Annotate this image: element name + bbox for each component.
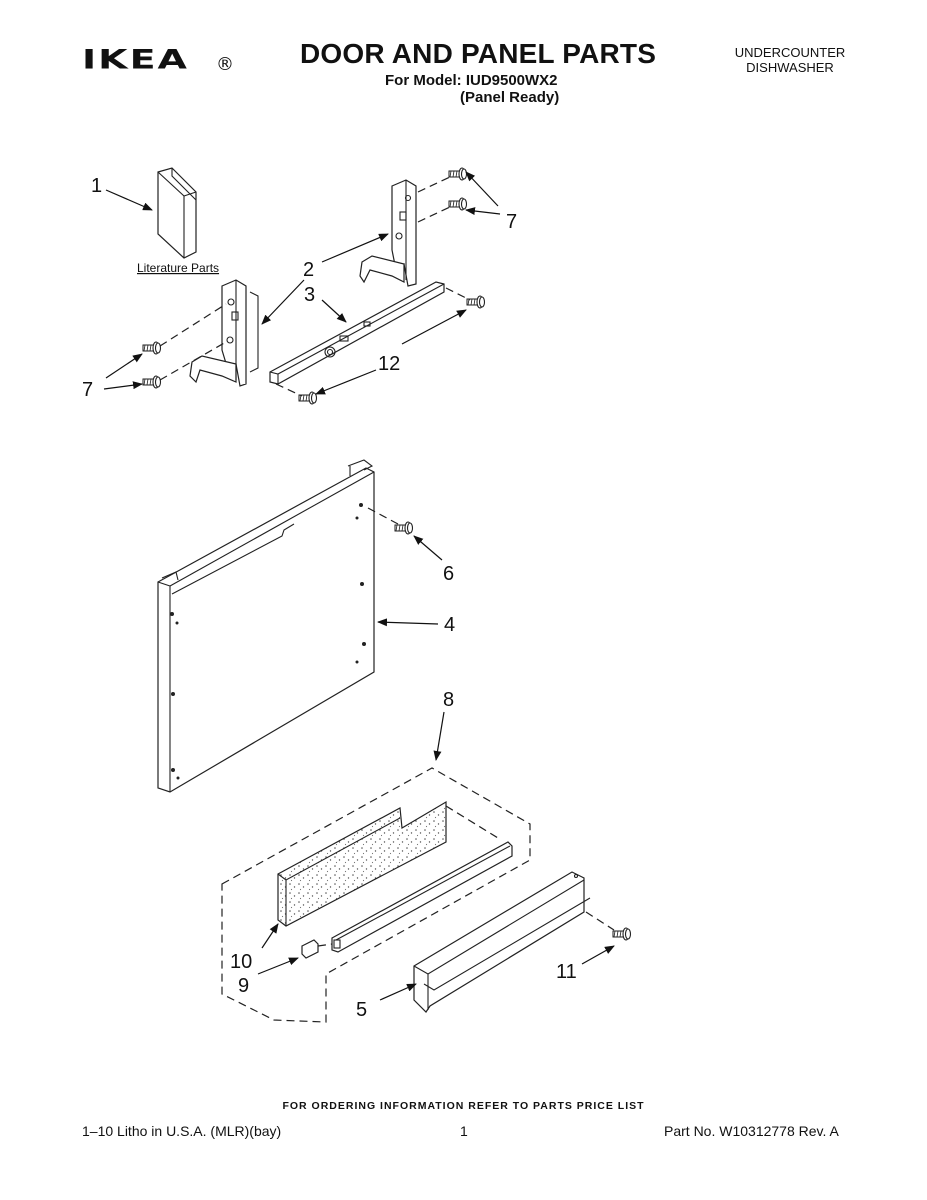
leader-7-lower-b bbox=[103, 381, 143, 390]
page-number: 1 bbox=[460, 1123, 468, 1139]
registered-mark: ® bbox=[216, 54, 234, 75]
align-line bbox=[585, 911, 615, 931]
leader-7-upper-b bbox=[465, 207, 501, 216]
bracket-left bbox=[189, 279, 259, 387]
screw-12-right bbox=[466, 295, 486, 309]
screw-12-left bbox=[298, 391, 318, 405]
callout-1: 1 bbox=[91, 175, 102, 197]
toe-kick-panel bbox=[413, 871, 591, 1013]
callout-8: 8 bbox=[443, 689, 454, 711]
clip bbox=[301, 939, 319, 959]
bracket-right bbox=[359, 179, 417, 287]
mounting-rail bbox=[269, 281, 445, 385]
align-line bbox=[275, 383, 303, 397]
callout-6: 6 bbox=[443, 563, 454, 585]
literature-parts-label: Literature Parts bbox=[137, 261, 219, 275]
leader-12-a bbox=[401, 309, 467, 345]
callout-5: 5 bbox=[356, 999, 367, 1021]
screw-7-left-upper bbox=[142, 341, 162, 355]
align-line bbox=[445, 287, 471, 301]
align-line bbox=[445, 805, 499, 839]
kit-outline bbox=[221, 767, 531, 1023]
align-line bbox=[159, 303, 227, 347]
callout-11: 11 bbox=[556, 961, 577, 983]
leader-11 bbox=[581, 945, 615, 965]
ordering-note: FOR ORDERING INFORMATION REFER TO PARTS … bbox=[282, 1100, 645, 1112]
callout-2: 2 bbox=[303, 259, 314, 281]
leader-10 bbox=[261, 923, 279, 949]
screw-7-left-lower bbox=[142, 375, 162, 389]
leader-12-b bbox=[315, 369, 377, 395]
callout-10: 10 bbox=[230, 951, 252, 973]
callout-12: 12 bbox=[378, 353, 400, 375]
part-number: Part No. W10312778 Rev. A bbox=[664, 1123, 839, 1139]
leader-4 bbox=[377, 618, 439, 627]
model-line: For Model: IUD9500WX2 bbox=[385, 72, 558, 89]
align-line bbox=[317, 943, 333, 947]
retainer-strip bbox=[331, 841, 513, 953]
literature-booklet bbox=[157, 167, 197, 259]
leader-7-lower-a bbox=[105, 353, 143, 379]
litho-info: 1–10 Litho in U.S.A. (MLR)(bay) bbox=[82, 1123, 282, 1139]
foam-strip bbox=[277, 800, 447, 927]
page-title: DOOR AND PANEL PARTS bbox=[300, 38, 657, 69]
leader-6 bbox=[413, 535, 443, 561]
product-type-line2: DISHWASHER bbox=[746, 60, 834, 75]
callout-3: 3 bbox=[304, 284, 315, 306]
align-line bbox=[417, 205, 453, 223]
screw-11 bbox=[612, 927, 632, 941]
screw-7-top-upper bbox=[448, 167, 468, 181]
leader-3 bbox=[321, 299, 347, 323]
align-line bbox=[417, 175, 453, 193]
leader-9 bbox=[257, 957, 299, 975]
door-panel bbox=[157, 459, 375, 793]
align-line bbox=[367, 507, 399, 525]
leader-1 bbox=[105, 189, 153, 211]
callout-9: 9 bbox=[238, 975, 249, 997]
leader-8 bbox=[433, 711, 445, 761]
product-type: UNDERCOUNTER DISHWASHER bbox=[720, 45, 860, 75]
brand-logo: IKEA bbox=[82, 43, 189, 75]
callout-7-lower: 7 bbox=[82, 379, 93, 401]
callout-4: 4 bbox=[444, 614, 455, 636]
leader-2-b bbox=[261, 279, 305, 325]
model-variant: (Panel Ready) bbox=[460, 89, 560, 106]
leader-2-a bbox=[321, 233, 389, 263]
leader-5 bbox=[379, 983, 417, 1001]
leader-7-upper-a bbox=[465, 171, 499, 207]
callout-7-upper: 7 bbox=[506, 211, 517, 233]
screw-7-top-lower bbox=[448, 197, 468, 211]
product-type-line1: UNDERCOUNTER bbox=[734, 45, 846, 60]
